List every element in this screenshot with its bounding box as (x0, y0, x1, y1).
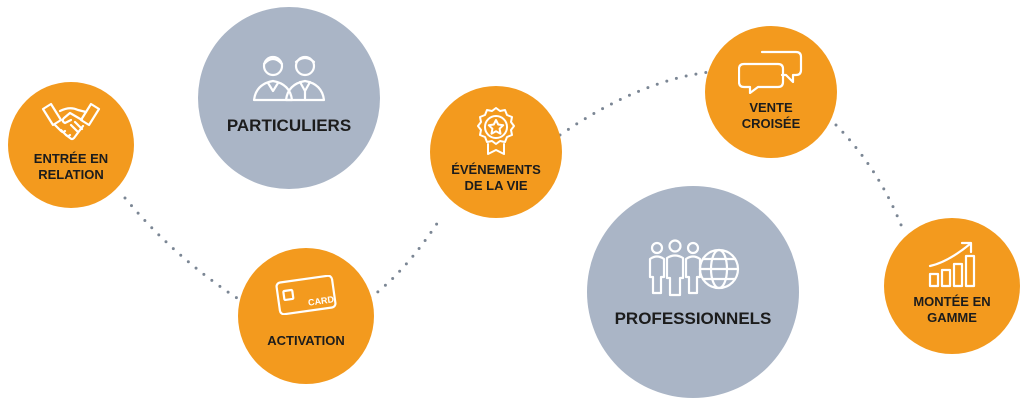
segment-particuliers-label: PARTICULIERS (226, 115, 352, 135)
segment-professionnels: PROFESSIONNELS (587, 186, 799, 398)
step-evenements-label-line1: ÉVÉNEMENTS (451, 162, 541, 178)
segment-particuliers: PARTICULIERS (198, 7, 380, 189)
step-entree-label-line1: ENTRÉE EN (33, 151, 109, 167)
connector-entree-activation (123, 196, 242, 302)
step-vente-label-line2: CROISÉE (741, 116, 801, 131)
card-icon-text: CARD (307, 294, 335, 308)
step-montee-label-line2: GAMME (927, 310, 977, 325)
award-icon (474, 106, 518, 156)
team-globe-icon (645, 239, 741, 299)
step-evenements-label-line2: DE LA VIE (464, 178, 528, 193)
connector-vente-montee (834, 123, 905, 232)
step-montee-label-line1: MONTÉE EN (913, 294, 991, 310)
step-entree-en-relation: ENTRÉE EN RELATION (8, 82, 134, 208)
chat-bubbles-icon (738, 46, 804, 95)
step-evenements-de-la-vie: ÉVÉNEMENTS DE LA VIE (430, 86, 562, 218)
growth-chart-icon (926, 240, 978, 288)
step-vente-label-line1: VENTE (749, 100, 793, 116)
card-icon: CARD (274, 275, 338, 316)
step-activation-label: ACTIVATION (267, 333, 345, 349)
segment-professionnels-label: PROFESSIONNELS (614, 308, 772, 328)
step-montee-en-gamme: MONTÉE EN GAMME (884, 218, 1020, 354)
connector-evenements-vente (558, 70, 712, 137)
step-vente-croisee: VENTE CROISÉE (705, 26, 837, 158)
step-activation: CARD ACTIVATION (238, 248, 374, 384)
handshake-icon (41, 101, 101, 143)
step-entree-label-line2: RELATION (38, 167, 104, 182)
people-couple-icon (249, 50, 329, 106)
connector-activation-evenements (368, 220, 440, 300)
